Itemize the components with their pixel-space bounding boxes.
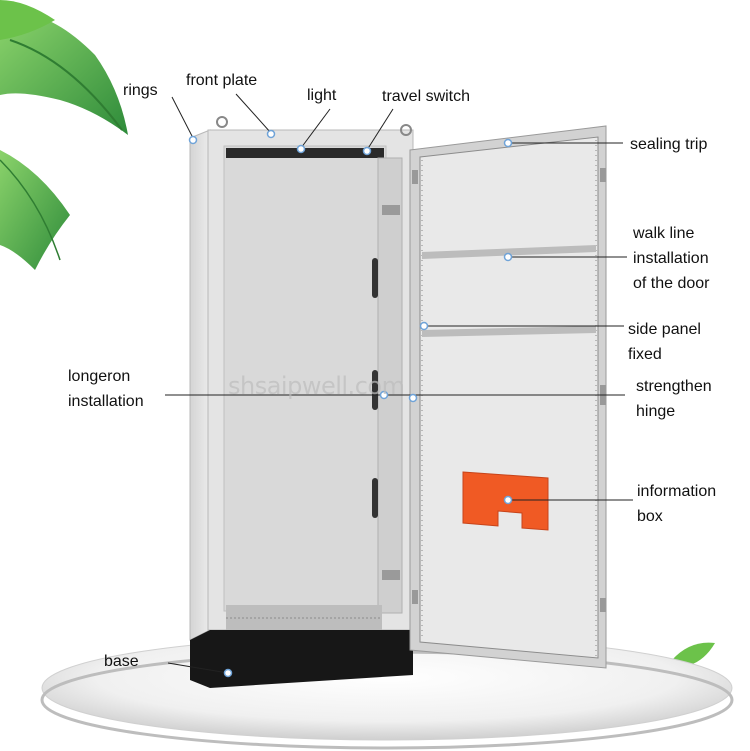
- cabinet-door: [409, 125, 607, 669]
- label-information-box-2: box: [637, 508, 663, 525]
- label-base: base: [104, 653, 139, 670]
- callout-markers: [188, 129, 513, 678]
- label-travel-switch: travel switch: [382, 88, 471, 105]
- palm-leaf-decoration: [0, 0, 128, 270]
- label-information-box-1: information: [637, 483, 717, 500]
- label-walk-line-1: walk line: [633, 225, 695, 242]
- label-walk-line-2: installation: [633, 250, 709, 267]
- small-leaf-decoration: [672, 642, 715, 666]
- label-strengthen-1: strengthen: [636, 378, 712, 395]
- label-walk-line-3: of the door: [633, 275, 710, 292]
- cabinet-body: [189, 116, 414, 641]
- label-front-plate: front plate: [186, 72, 258, 89]
- leader-lines: [165, 93, 633, 674]
- cabinet-base: [190, 630, 413, 688]
- label-rings: rings: [123, 82, 158, 99]
- label-light: light: [307, 87, 337, 104]
- label-strengthen-2: hinge: [636, 403, 676, 420]
- label-side-panel-2: fixed: [628, 346, 662, 363]
- label-longeron-1: longeron: [68, 368, 131, 385]
- watermark: shsaipwell.com: [228, 372, 405, 400]
- label-sealing-trip: sealing trip: [630, 136, 708, 153]
- label-longeron-2: installation: [68, 393, 144, 410]
- label-side-panel-1: side panel: [628, 321, 701, 338]
